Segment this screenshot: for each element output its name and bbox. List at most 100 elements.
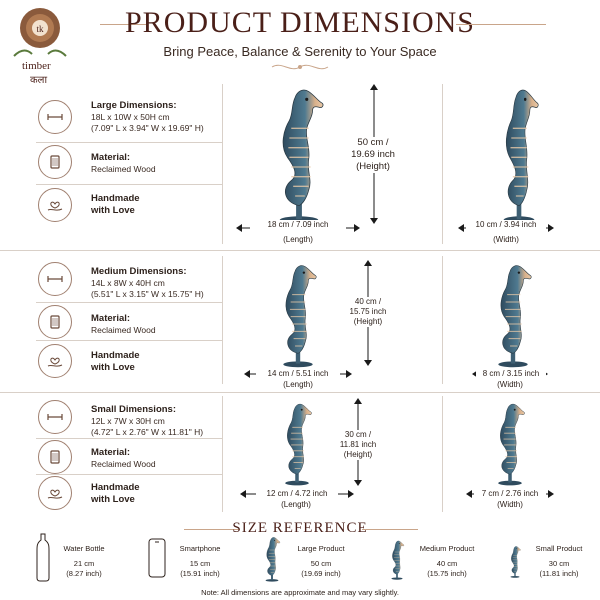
size-ref-large-in: (19.69 inch) bbox=[301, 569, 341, 578]
large-width-value: 10 cm / 3.94 inch bbox=[466, 220, 546, 230]
divider bbox=[442, 256, 443, 384]
medium-height-value2: 15.75 inch bbox=[349, 307, 387, 316]
small-product-thumbnail bbox=[508, 544, 522, 578]
divider bbox=[36, 474, 222, 475]
title-divider-left bbox=[100, 24, 146, 25]
size-ref-large-cm: 50 cm bbox=[310, 559, 332, 568]
size-ref-phone-name: Smartphone bbox=[179, 544, 221, 553]
size-ref-medium-cm: 40 cm bbox=[436, 559, 458, 568]
size-reference-divider-right bbox=[362, 529, 418, 530]
divider bbox=[442, 396, 443, 512]
size-ref-small-name: Small Product bbox=[535, 544, 583, 553]
size-ref-small: Small Product 30 cm (11.81 inch) bbox=[528, 544, 590, 579]
divider bbox=[442, 84, 443, 244]
size-ref-small-cm: 30 cm bbox=[548, 559, 570, 568]
section-divider bbox=[0, 250, 600, 251]
small-seahorse-front-image bbox=[274, 398, 320, 486]
size-ref-medium-in: (15.75 inch) bbox=[427, 569, 467, 578]
small-height-label: 30 cm / 11.81 inch (Height) bbox=[328, 430, 388, 460]
small-dims-label: Small Dimensions: bbox=[91, 404, 176, 415]
large-material-label: Material: bbox=[91, 152, 131, 163]
brand-name: timber bbox=[22, 60, 51, 72]
large-height-value2: 19.69 inch bbox=[351, 149, 395, 160]
large-length-value: 18 cm / 7.09 inch bbox=[250, 220, 346, 230]
smartphone-icon bbox=[148, 538, 166, 578]
small-height-value: 30 cm / bbox=[344, 430, 372, 439]
small-height-value2: 11.81 inch bbox=[339, 440, 377, 449]
dimensions-icon-small bbox=[38, 400, 72, 434]
divider bbox=[36, 142, 222, 143]
large-width-caption: (Width) bbox=[493, 235, 519, 244]
large-dims-cm: 18L x 10W x 50H cm bbox=[91, 112, 170, 122]
medium-height-caption: (Height) bbox=[353, 317, 383, 326]
size-ref-medium: Medium Product 40 cm (15.75 inch) bbox=[414, 544, 480, 579]
medium-dims-cm: 14L x 8W x 40H cm bbox=[91, 278, 165, 288]
large-seahorse-front-image bbox=[268, 80, 330, 225]
large-product-thumbnail bbox=[262, 534, 282, 582]
medium-handmade-line1: Handmade bbox=[91, 350, 140, 361]
material-icon-large bbox=[38, 145, 72, 179]
medium-handmade-info: Handmade with Love bbox=[91, 350, 140, 374]
size-ref-large-name: Large Product bbox=[297, 544, 345, 553]
medium-height-label: 40 cm / 15.75 inch (Height) bbox=[336, 297, 400, 327]
svg-text:tk: tk bbox=[36, 24, 44, 34]
small-material-value: Reclaimed Wood bbox=[91, 459, 156, 469]
material-icon-small bbox=[38, 440, 72, 474]
medium-handmade-line2: with Love bbox=[91, 362, 135, 373]
large-height-label: 50 cm / 19.69 inch (Height) bbox=[338, 137, 408, 173]
page-subtitle: Bring Peace, Balance & Serenity to Your … bbox=[163, 44, 437, 59]
large-handmade-line1: Handmade bbox=[91, 193, 140, 204]
small-dimensions-info: Small Dimensions: 12L x 7W x 30H cm (4.7… bbox=[91, 404, 221, 438]
divider bbox=[36, 184, 222, 185]
size-ref-bottle-in: (8.27 inch) bbox=[66, 569, 102, 578]
size-ref-small-in: (11.81 inch) bbox=[539, 569, 579, 578]
large-material-info: Material: Reclaimed Wood bbox=[91, 152, 156, 175]
page-title: PRODUCT DIMENSIONS bbox=[125, 6, 475, 39]
large-length-caption: (Length) bbox=[283, 235, 313, 244]
size-ref-bottle-name: Water Bottle bbox=[63, 544, 105, 553]
divider bbox=[222, 256, 223, 384]
handmade-icon-medium bbox=[38, 344, 72, 378]
divider bbox=[36, 340, 222, 341]
small-material-info: Material: Reclaimed Wood bbox=[91, 447, 156, 470]
divider bbox=[36, 302, 222, 303]
brand-logo: tk timber कला bbox=[8, 4, 72, 86]
flourish-ornament-icon bbox=[271, 64, 329, 70]
dimensions-note: Note: All dimensions are approximate and… bbox=[201, 588, 399, 597]
small-height-caption: (Height) bbox=[343, 450, 373, 459]
small-length-caption: (Length) bbox=[281, 500, 311, 509]
divider bbox=[222, 84, 223, 244]
large-material-value: Reclaimed Wood bbox=[91, 164, 156, 174]
size-ref-bottle-cm: 21 cm bbox=[73, 559, 95, 568]
dimensions-icon-medium bbox=[38, 262, 72, 296]
handmade-icon-small bbox=[38, 476, 72, 510]
handmade-icon-large bbox=[38, 188, 72, 222]
divider bbox=[222, 396, 223, 512]
large-dimensions-info: Large Dimensions: 18L x 10W x 50H cm (7.… bbox=[91, 100, 221, 134]
size-ref-bottle: Water Bottle 21 cm (8.27 inch) bbox=[56, 544, 112, 579]
large-seahorse-side-image bbox=[494, 80, 544, 225]
large-handmade-info: Handmade with Love bbox=[91, 193, 140, 217]
medium-product-thumbnail bbox=[388, 538, 406, 580]
medium-dims-in: (5.51" L x 3.15" W x 15.75" H) bbox=[91, 289, 204, 299]
medium-width-value: 8 cm / 3.15 inch bbox=[476, 369, 546, 379]
size-reference-divider-left bbox=[184, 529, 240, 530]
medium-material-value: Reclaimed Wood bbox=[91, 325, 156, 335]
small-material-label: Material: bbox=[91, 447, 131, 458]
medium-width-caption: (Width) bbox=[497, 380, 523, 389]
medium-material-label: Material: bbox=[91, 313, 131, 324]
medium-seahorse-side-image bbox=[490, 258, 536, 368]
small-handmade-line1: Handmade bbox=[91, 482, 140, 493]
material-icon-medium bbox=[38, 305, 72, 339]
small-seahorse-side-image bbox=[490, 398, 530, 486]
brand-script-name: कला bbox=[30, 75, 48, 86]
size-ref-phone-in: (15.91 inch) bbox=[180, 569, 220, 578]
small-width-value: 7 cm / 2.76 inch bbox=[474, 489, 546, 499]
small-dims-in: (4.72" L x 2.76" W x 11.81" H) bbox=[91, 427, 204, 437]
medium-length-value: 14 cm / 5.51 inch bbox=[256, 369, 340, 379]
large-dims-label: Large Dimensions: bbox=[91, 100, 177, 111]
large-handmade-line2: with Love bbox=[91, 205, 135, 216]
logo-emblem-icon: tk bbox=[13, 8, 67, 57]
medium-seahorse-front-image bbox=[272, 258, 324, 368]
small-length-value: 12 cm / 4.72 inch bbox=[256, 489, 338, 499]
